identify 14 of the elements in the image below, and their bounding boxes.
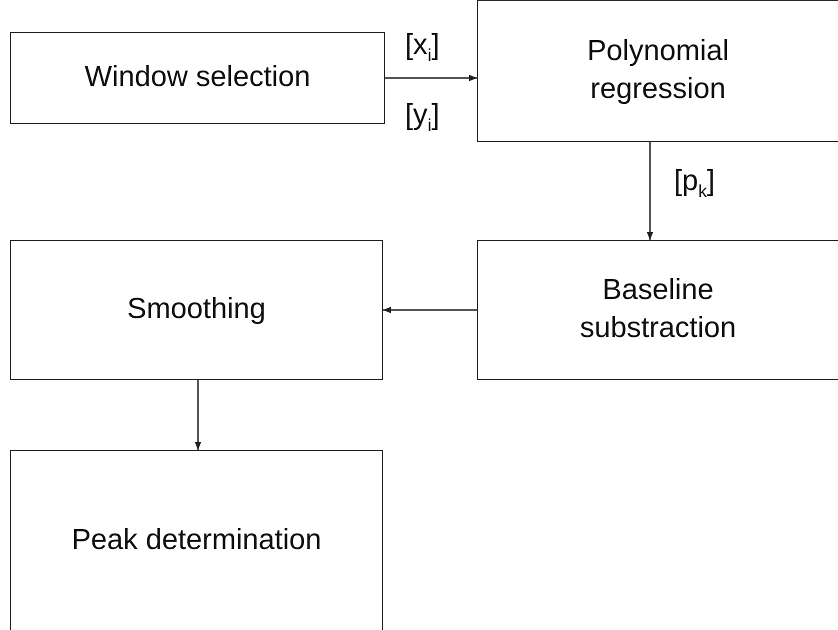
process-box — [10, 240, 383, 380]
process-box — [10, 32, 385, 124]
process-box — [477, 0, 838, 142]
arrow — [646, 142, 654, 240]
process-box — [477, 240, 838, 380]
box-label: Baseline substraction — [578, 273, 738, 346]
process-box — [10, 450, 383, 630]
arrow — [385, 74, 477, 82]
box-label: Polynomial regression — [586, 34, 730, 107]
box-label: Smoothing — [127, 292, 266, 328]
box-label: Peak determination — [72, 522, 322, 558]
arrow — [383, 306, 477, 314]
box-label: Window selection — [84, 60, 310, 96]
arrow — [194, 380, 202, 450]
